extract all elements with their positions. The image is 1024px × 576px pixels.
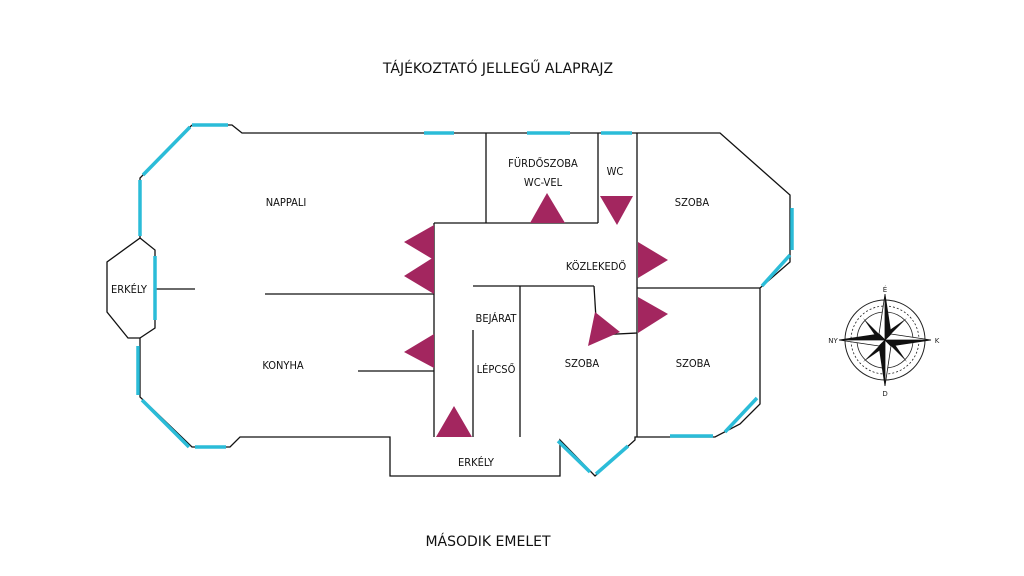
floor-label: MÁSODIK EMELET [425,533,551,550]
door-marker [404,257,434,294]
room-label-nappali: NAPPALI [266,196,307,209]
compass-south: D [882,390,887,398]
room-label-bejarat: BEJÁRAT [476,312,518,325]
door-markers [404,193,668,437]
room-label-szoba-middle: SZOBA [565,357,600,370]
door-marker [530,193,565,223]
compass-west: NY [828,337,838,345]
door-marker [404,334,434,368]
door-marker [638,242,668,278]
door-marker [638,297,668,333]
room-label-szoba-bottom: SZOBA [676,357,711,370]
room-label-furdoszoba-wc: WC-VEL [524,176,563,189]
compass-north: É [883,285,887,294]
room-label-erkely-bottom: ERKÉLY [458,456,495,469]
room-label-erkely-left: ERKÉLY [111,283,148,296]
room-label-furdoszoba: FÜRDŐSZOBA [508,156,578,170]
door-marker [404,225,434,260]
room-label-konyha: KONYHA [262,359,304,372]
compass-east: K [935,337,940,345]
door-marker [600,196,633,225]
room-label-szoba-top: SZOBA [675,196,710,209]
door-marker [588,312,620,346]
plan-title: TÁJÉKOZTATÓ JELLEGŰ ALAPRAJZ [382,59,613,77]
room-label-lepcso: LÉPCSŐ [477,362,516,376]
room-label-wc: WC [607,165,624,178]
interior-walls [155,133,760,437]
room-label-kozlekedo: KÖZLEKEDŐ [566,259,627,273]
door-marker [436,406,472,437]
compass-rose-icon: É D K NY [828,285,939,398]
windows [136,123,794,476]
